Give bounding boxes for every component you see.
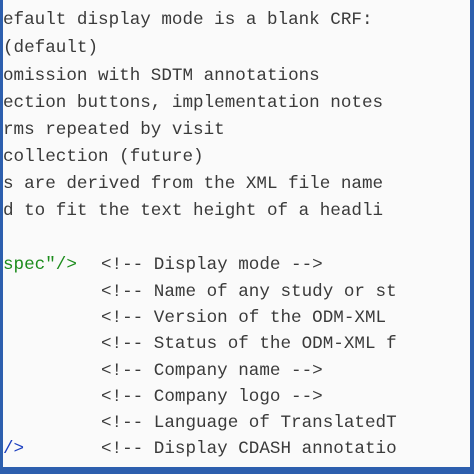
comment-company-logo: <!-- Company logo --> <box>101 387 323 407</box>
code-line-8: d to fit the text height of a headli <box>3 201 384 221</box>
param-line-display-mode: spec"/> <!-- Display mode --> <box>3 252 470 278</box>
comment-display-mode: <!-- Display mode --> <box>101 255 323 275</box>
code-line-5: rms repeated by visit <box>3 120 225 140</box>
code-line-3: omission with SDTM annotations <box>3 66 320 86</box>
param-line-language: <!-- Language of TranslatedT <box>3 410 470 436</box>
code-line-4: ection buttons, implementation notes <box>3 93 384 113</box>
comment-odm-status: <!-- Status of the ODM-XML f <box>101 334 397 354</box>
comment-study-name: <!-- Name of any study or st <box>101 282 397 302</box>
param-line-odm-version: <!-- Version of the ODM-XML <box>3 305 470 331</box>
tag-close-fragment: /> <box>3 439 25 459</box>
attr-value-fragment: spec"/> <box>3 255 77 275</box>
param-line-company-logo: <!-- Company logo --> <box>3 384 470 410</box>
comment-language: <!-- Language of TranslatedT <box>101 413 397 433</box>
comment-cdash: <!-- Display CDASH annotatio <box>101 439 397 459</box>
param-line-company-name: <!-- Company name --> <box>3 358 470 384</box>
code-line-6: collection (future) <box>3 147 204 167</box>
param-line-odm-status: <!-- Status of the ODM-XML f <box>3 331 470 357</box>
comment-odm-version: <!-- Version of the ODM-XML <box>101 308 397 328</box>
code-line-1: efault display mode is a blank CRF: <box>3 10 373 30</box>
code-line-7: s are derived from the XML file name <box>3 174 384 194</box>
param-line-cdash: /> <!-- Display CDASH annotatio <box>3 436 470 462</box>
param-line-study-name: <!-- Name of any study or st <box>3 279 470 305</box>
code-line-2: (default) <box>3 38 99 58</box>
comment-company-name: <!-- Company name --> <box>101 361 323 381</box>
